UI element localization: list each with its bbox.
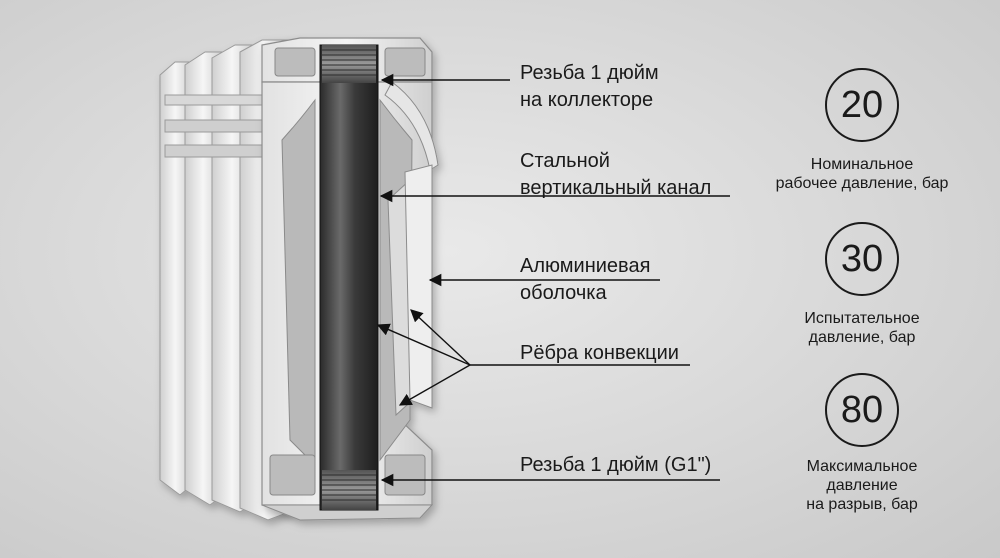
callout-leader-lines xyxy=(376,73,730,487)
callout-steel-channel-line2: вертикальный канал xyxy=(520,177,712,199)
callout-aluminium-shell-line1: Алюминиевая xyxy=(520,255,651,277)
leader-fin-1 xyxy=(376,323,471,366)
callout-thread-g1-line1: Резьба 1 дюйм (G1") xyxy=(520,454,712,476)
spec-caption-nominal-line1: Номинальное xyxy=(810,156,914,173)
spec-caption-test-line2: давление, бар xyxy=(808,329,916,346)
spec-caption-burst-line2: давление xyxy=(826,477,898,494)
spec-caption-test: Испытательное давление, бар xyxy=(762,309,962,347)
callout-aluminium-shell: Алюминиевая оболочка xyxy=(520,253,650,307)
leader-fin-2 xyxy=(410,309,471,366)
spec-caption-burst: Максимальное давление на разрыв, бар xyxy=(762,457,962,514)
callout-steel-channel: Стальной вертикальный канал xyxy=(520,148,711,202)
callout-aluminium-shell-line2: оболочка xyxy=(520,282,607,304)
spec-badge-test: 30 xyxy=(825,222,899,296)
steel-vertical-channel xyxy=(319,44,379,511)
callout-steel-channel-line1: Стальной xyxy=(520,150,610,172)
callout-thread-g1: Резьба 1 дюйм (G1") xyxy=(520,452,711,479)
leader-fin-3 xyxy=(398,364,471,406)
spec-caption-burst-line1: Максимальное xyxy=(806,458,918,475)
spec-caption-burst-line3: на разрыв, бар xyxy=(806,496,918,513)
spec-badge-nominal: 20 xyxy=(825,68,899,142)
callout-thread-collector: Резьба 1 дюйм на коллекторе xyxy=(520,60,659,114)
spec-caption-nominal-line2: рабочее давление, бар xyxy=(775,175,949,192)
callout-convection-fins-line1: Рёбра конвекции xyxy=(520,342,679,364)
spec-caption-test-line1: Испытательное xyxy=(804,310,920,327)
callout-thread-collector-line2: на коллекторе xyxy=(520,89,654,111)
callout-convection-fins: Рёбра конвекции xyxy=(520,340,679,367)
spec-badge-burst: 80 xyxy=(825,373,899,447)
callout-thread-collector-line1: Резьба 1 дюйм xyxy=(520,62,659,84)
spec-caption-nominal: Номинальное рабочее давление, бар xyxy=(762,155,962,193)
